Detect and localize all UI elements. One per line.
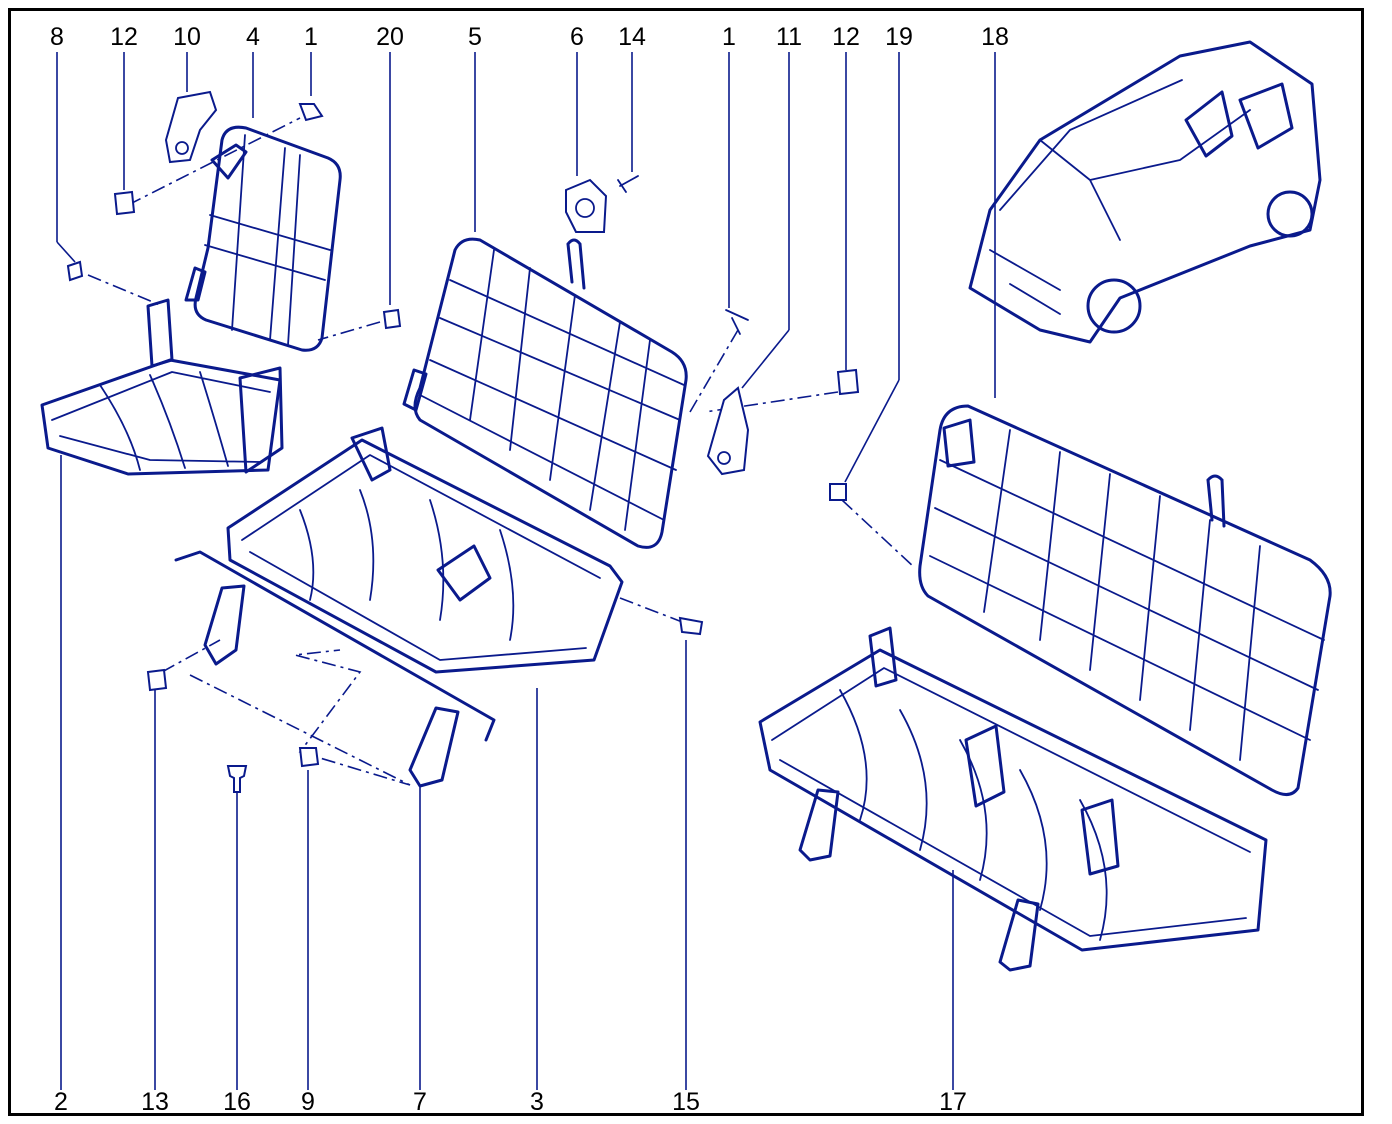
callout-top-18: 18 [981, 23, 1009, 51]
callout-top-10: 10 [173, 23, 201, 51]
hinge-bracket [113, 90, 218, 216]
callout-top-12: 12 [110, 23, 138, 51]
callout-top-5: 5 [468, 23, 482, 51]
callout-top-8: 8 [50, 23, 64, 51]
headrest-guide [565, 175, 639, 233]
callout-top-4: 4 [246, 23, 260, 51]
callout-top-6: 6 [570, 23, 584, 51]
callout-bottom-9: 9 [301, 1088, 315, 1116]
callout-bottom-3: 3 [530, 1088, 544, 1116]
callout-bottom-15: 15 [672, 1088, 700, 1116]
callout-top-11: 11 [776, 23, 802, 51]
latch-plate [706, 309, 860, 476]
callout-top-14: 14 [618, 23, 646, 51]
large-bench-cushion [758, 626, 1268, 972]
callout-top-1b: 1 [722, 23, 736, 51]
callout-bottom-17: 17 [939, 1088, 967, 1116]
leader-lines [56, 52, 996, 1090]
callout-top-12b: 12 [832, 23, 860, 51]
callout-bottom-16: 16 [223, 1088, 251, 1116]
callout-top-19: 19 [885, 23, 913, 51]
callout-bottom-2: 2 [54, 1088, 68, 1116]
bench-backrest [402, 237, 688, 549]
single-seat-backrest [184, 125, 342, 352]
callout-bottom-13: 13 [141, 1088, 169, 1116]
large-bench-backrest [918, 404, 1332, 796]
vehicle-thumbnail [968, 40, 1322, 344]
callout-top-1: 1 [304, 23, 318, 51]
fasteners [66, 103, 847, 793]
callout-bottom-7: 7 [413, 1088, 427, 1116]
single-seat-cushion-frame [40, 298, 284, 476]
bench-cushion-frame [174, 426, 624, 788]
callout-top-20: 20 [376, 23, 404, 51]
